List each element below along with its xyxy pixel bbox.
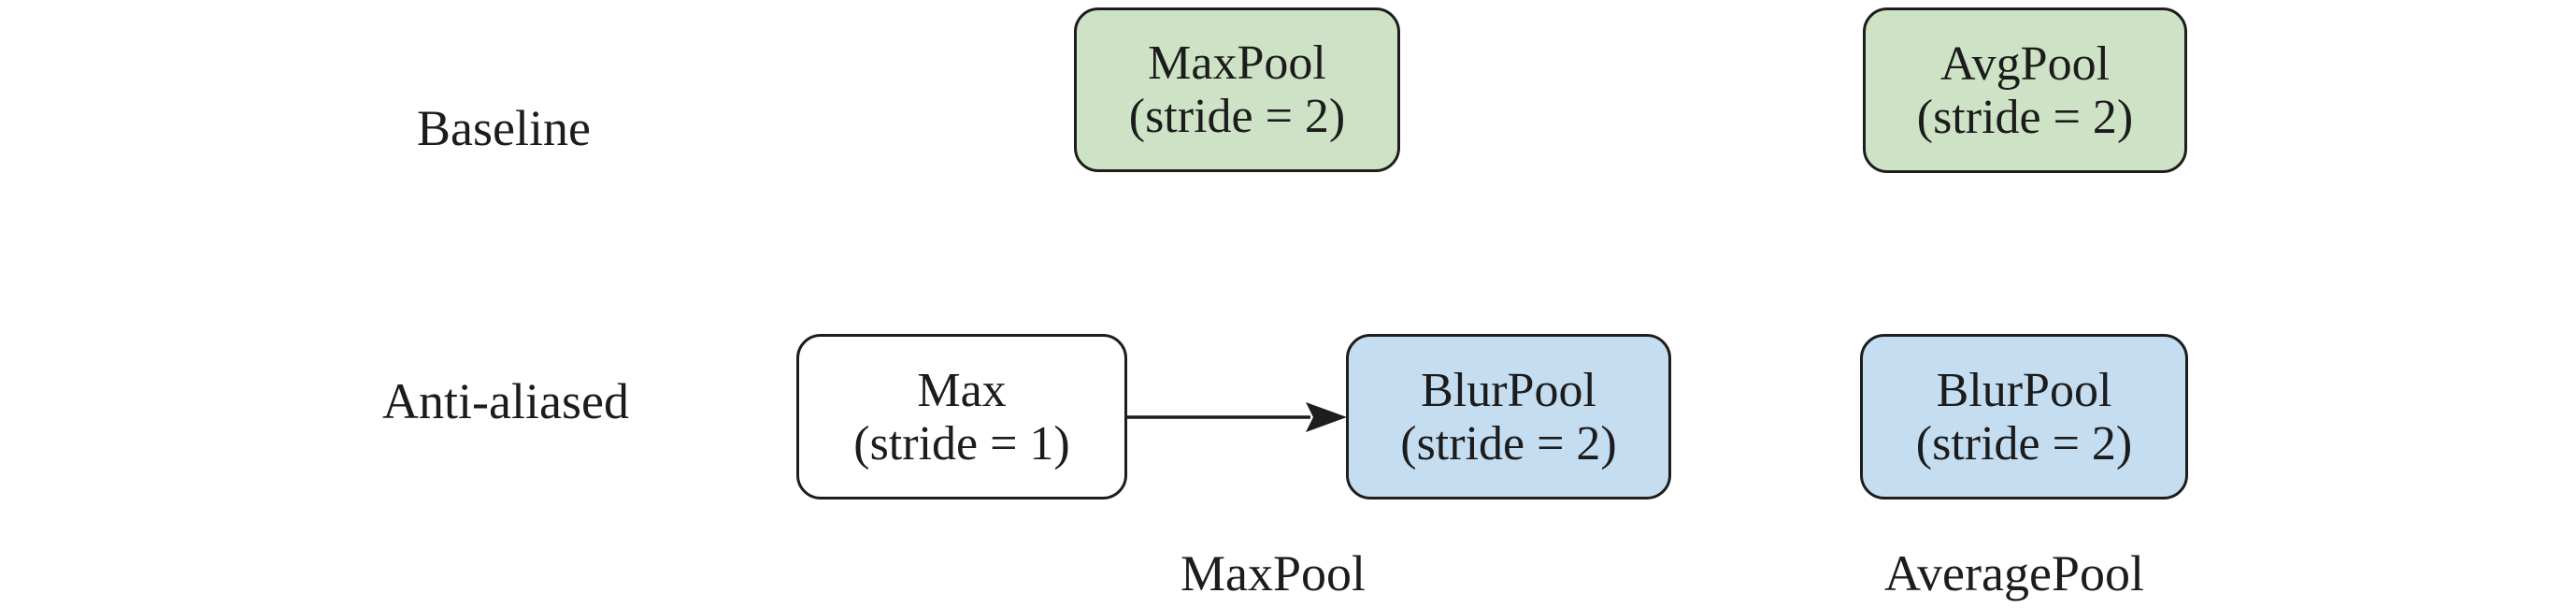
node-title: BlurPool [1936,363,2112,417]
right-arrow-icon [1127,402,1347,432]
node-subtitle: (stride = 2) [1400,416,1617,470]
node-anti-aliased-blurpool-avg: BlurPool (stride = 2) [1860,334,2188,499]
node-title: AvgPool [1939,36,2111,91]
node-anti-aliased-blurpool-max: BlurPool (stride = 2) [1346,334,1671,499]
node-baseline-avgpool: AvgPool (stride = 2) [1863,7,2187,173]
row-label-baseline: Baseline [417,100,591,156]
column-label-maxpool: MaxPool [1180,545,1367,601]
node-title: BlurPool [1421,363,1596,417]
row-label-anti-aliased: Anti-aliased [382,373,629,429]
node-subtitle: (stride = 1) [853,416,1070,470]
node-subtitle: (stride = 2) [1128,90,1346,143]
column-label-averagepool: AveragePool [1884,545,2144,601]
node-subtitle: (stride = 2) [1915,416,2133,470]
node-title: Max [917,363,1007,417]
node-baseline-maxpool: MaxPool (stride = 2) [1074,7,1400,172]
node-title: MaxPool [1148,36,1326,90]
node-subtitle: (stride = 2) [1916,90,2134,144]
node-anti-aliased-max: Max (stride = 1) [796,334,1127,499]
arrow-max-to-blurpool [1125,389,1350,445]
